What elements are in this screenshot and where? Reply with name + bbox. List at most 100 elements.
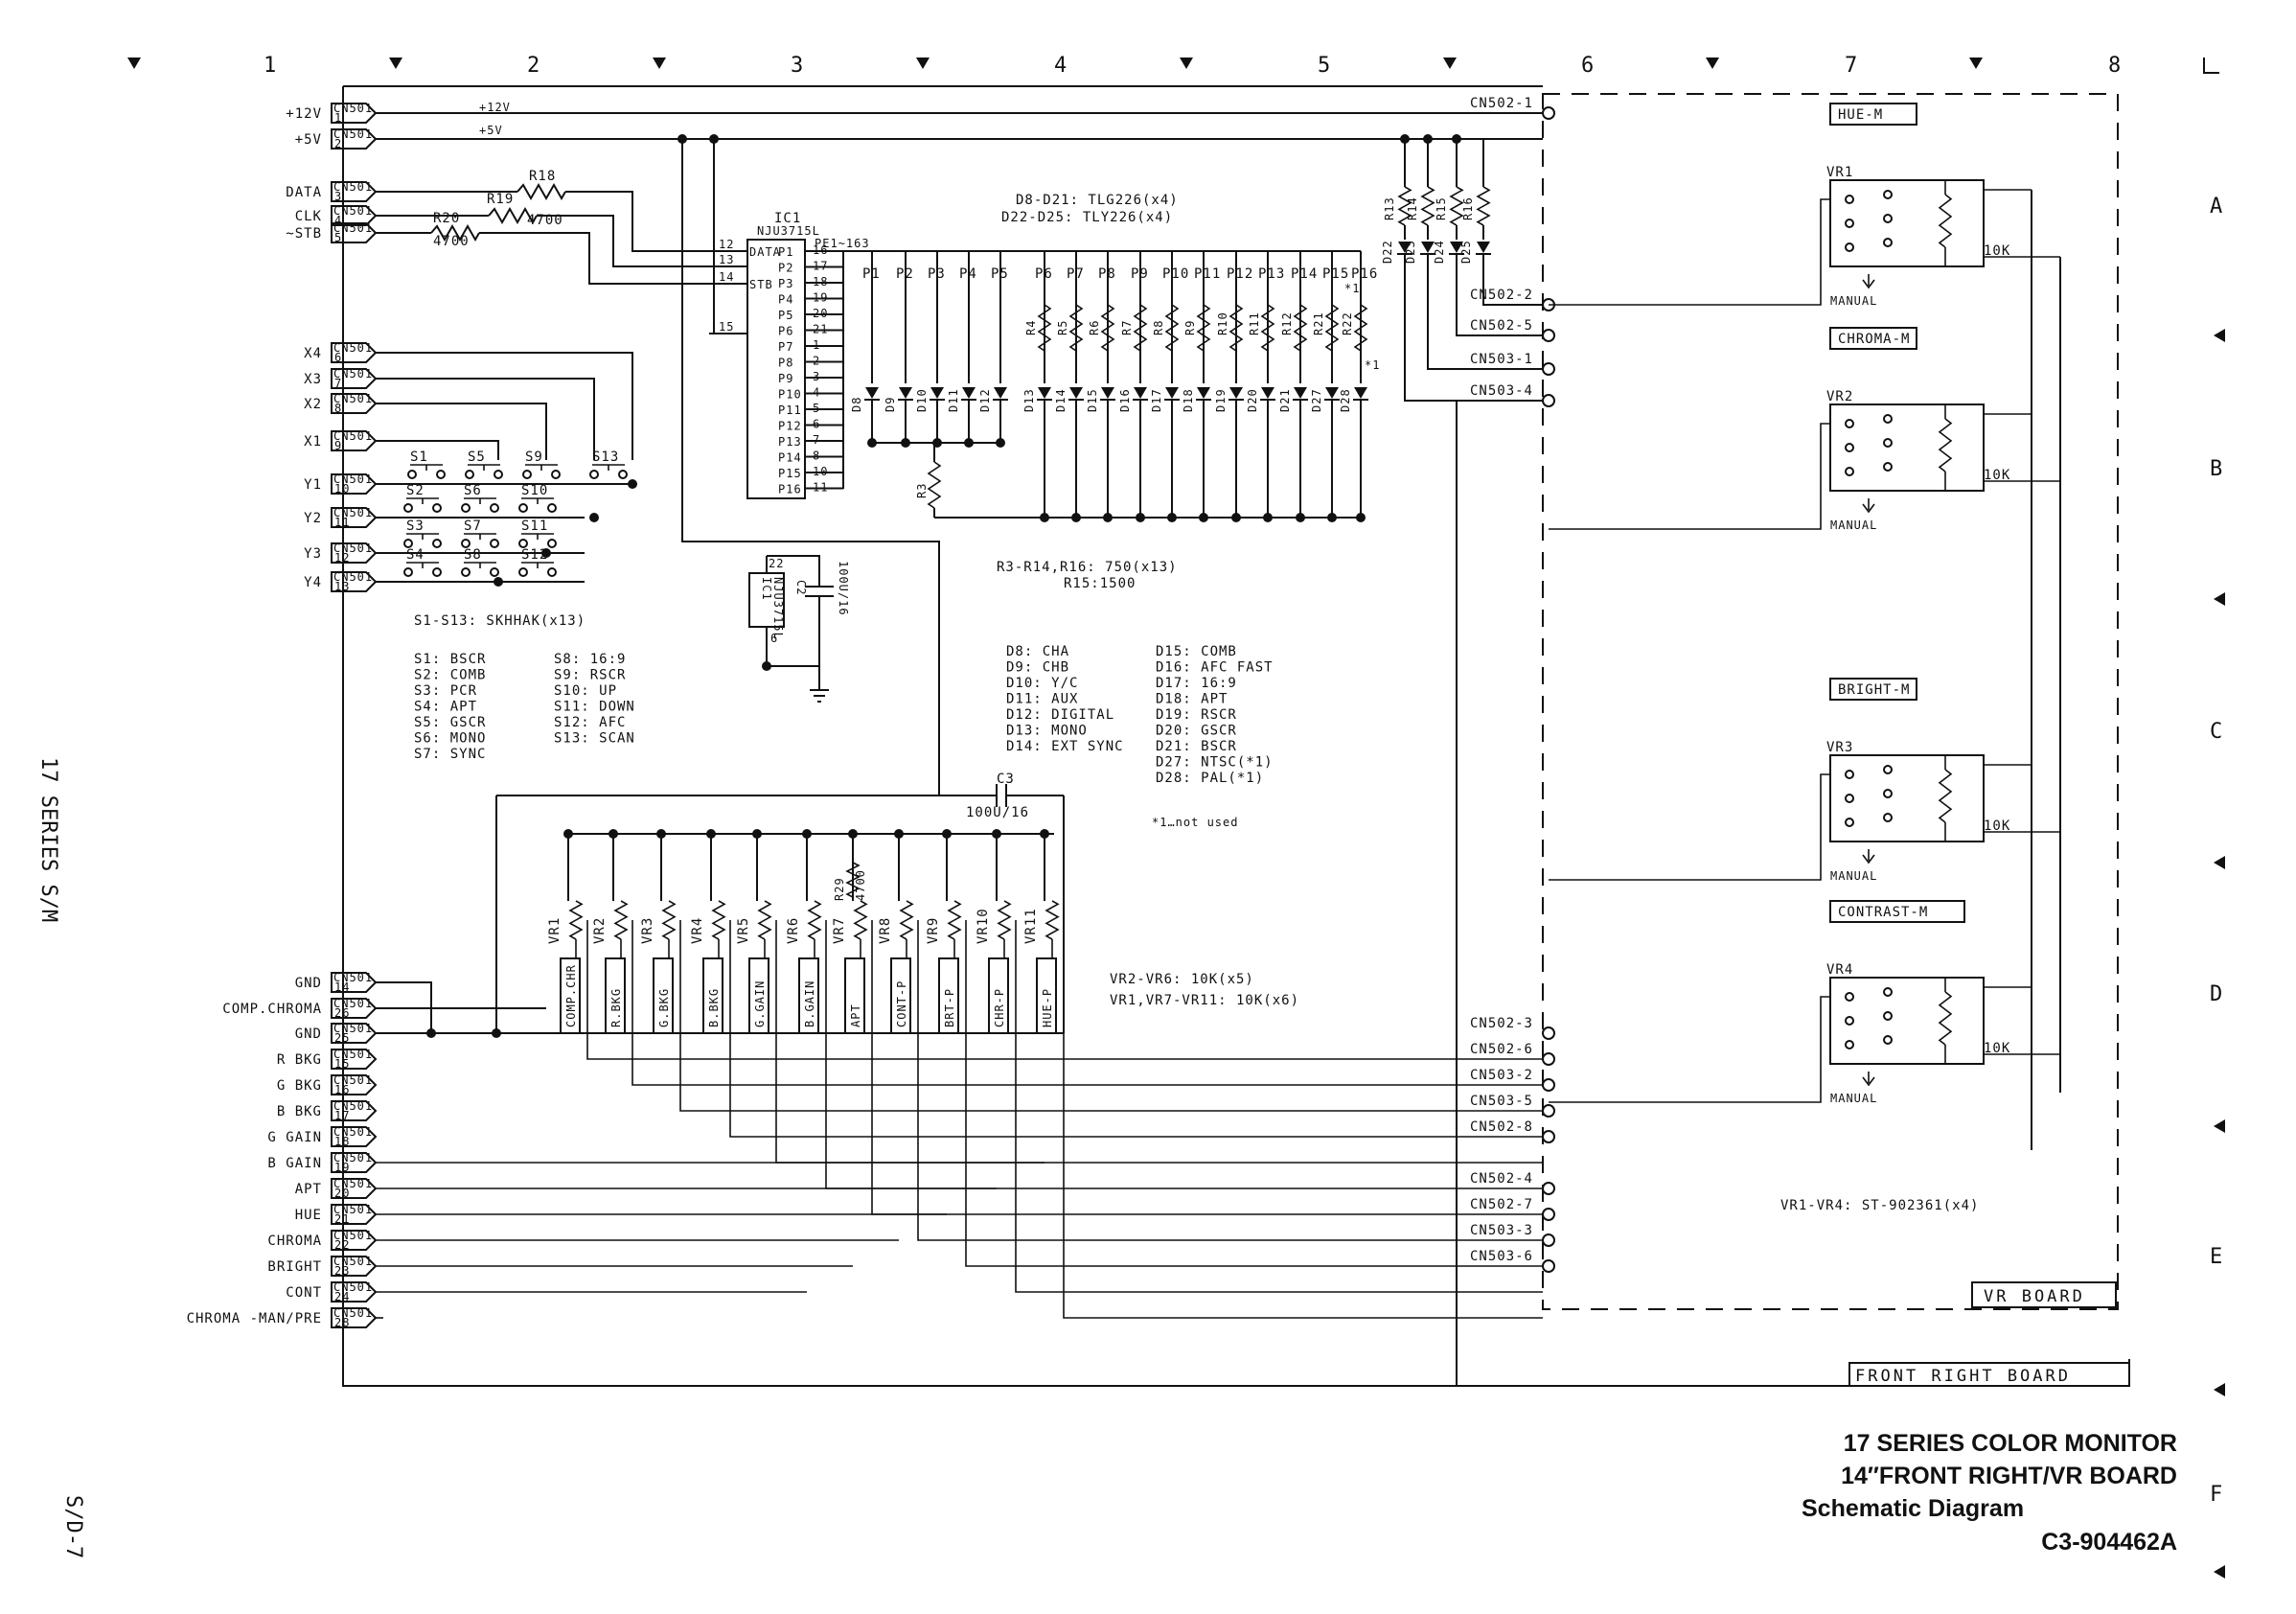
cn501-tab bbox=[331, 1049, 378, 1070]
switch-contact bbox=[461, 503, 471, 513]
preset-resistor bbox=[711, 900, 726, 940]
cn501-signal-label: +12V bbox=[286, 106, 322, 122]
vr-module-mode: MANUAL bbox=[1830, 1092, 1877, 1105]
cn-node-label: CN503-4 bbox=[1470, 383, 1533, 399]
cn501-ref: CN501 bbox=[333, 180, 373, 194]
ruler-arrow bbox=[127, 58, 141, 69]
cn501-tab bbox=[331, 1281, 378, 1303]
switch-label: S13 bbox=[592, 450, 619, 465]
cn501-ref: CN501 bbox=[333, 367, 373, 380]
preset-resistor bbox=[947, 900, 962, 940]
preset-wiper-wire bbox=[668, 920, 1543, 1112]
top-led-diode-label: D24 bbox=[1433, 240, 1446, 264]
vr-module-body bbox=[1829, 754, 1985, 842]
ic1-pin-number: 12 bbox=[719, 238, 734, 251]
cn501-tab bbox=[331, 972, 378, 993]
cn501-tab bbox=[331, 998, 378, 1019]
switch-label: S10 bbox=[521, 483, 548, 498]
vr-switch-contact bbox=[1883, 190, 1893, 199]
preset-wiper-wire bbox=[764, 920, 1543, 1164]
cn501-ref: CN501 bbox=[333, 506, 373, 519]
cn501-pin-number: 12 bbox=[334, 551, 350, 565]
vr-module-note: VR1-VR4: ST-902361(x4) bbox=[1780, 1198, 1979, 1213]
preset-wiper-wire bbox=[718, 920, 1543, 1138]
vr-module-wire bbox=[1549, 773, 1830, 881]
vr-board-label: VR BOARD bbox=[1984, 1287, 2085, 1306]
led-diode bbox=[898, 387, 913, 401]
preset-tag: CONT-P bbox=[895, 980, 908, 1027]
diode-triangle bbox=[1134, 387, 1147, 399]
junction bbox=[1231, 513, 1241, 522]
ic1-pin-number: 15 bbox=[719, 320, 734, 334]
switch-contact bbox=[518, 503, 528, 513]
vr-switch-contact bbox=[1845, 1016, 1854, 1026]
led-resistor-label: R12 bbox=[1280, 311, 1294, 335]
cn501-ref: CN501 bbox=[333, 1255, 373, 1268]
cn501-signal-label: X3 bbox=[304, 372, 322, 387]
junction bbox=[802, 829, 812, 839]
row-letter: C bbox=[2210, 720, 2222, 744]
junction bbox=[942, 829, 952, 839]
column-number: 5 bbox=[1318, 54, 1330, 78]
cn501-tab bbox=[331, 1074, 378, 1095]
cn501-ref: CN501 bbox=[333, 1022, 373, 1035]
vr-switch-contact bbox=[1845, 794, 1854, 803]
diode-key-entry: D10: Y/C bbox=[1006, 676, 1078, 691]
diode-key-entry: D13: MONO bbox=[1006, 724, 1088, 739]
ic1-pin-name: DATA bbox=[749, 245, 781, 259]
preset-resistor bbox=[568, 900, 584, 940]
not-used-mark: *1 bbox=[1344, 282, 1360, 295]
switch-contact bbox=[547, 503, 557, 513]
preset-tag: B.GAIN bbox=[803, 980, 816, 1027]
ic1-port-name: P9 bbox=[778, 372, 793, 385]
switch-label: S11 bbox=[521, 519, 548, 534]
ruler-arrow bbox=[389, 58, 402, 69]
led-resistor-label: R9 bbox=[1183, 320, 1197, 335]
vr-module-name: VR4 bbox=[1826, 962, 1853, 978]
preset-name: VR7 bbox=[832, 917, 847, 944]
ic-power-line bbox=[681, 139, 940, 795]
cn501-signal-label: GND bbox=[295, 1026, 322, 1042]
switch-part-note: S1-S13: SKHHAK(x13) bbox=[414, 613, 585, 629]
cn501-signal-label: Y4 bbox=[304, 575, 322, 590]
cn501-connector: CN5011+12VCN5012+5VCN5013DATACN5014CLKCN… bbox=[187, 102, 378, 1329]
r19-resistor bbox=[488, 206, 538, 225]
ic1-bus bbox=[842, 250, 1361, 489]
ruler-arrow bbox=[1706, 58, 1719, 69]
switch-key-entry: S10: UP bbox=[554, 683, 617, 699]
led-diode-label: D28 bbox=[1339, 388, 1352, 412]
cn501-tab bbox=[331, 1230, 378, 1251]
diode-triangle bbox=[1325, 387, 1339, 399]
cn-node-label: CN503-5 bbox=[1470, 1094, 1533, 1109]
cn-node-label: CN503-2 bbox=[1470, 1068, 1533, 1083]
cn501-signal-label: Y2 bbox=[304, 511, 322, 526]
switch-key-entry: S1: BSCR bbox=[414, 652, 486, 667]
ic1-port-name: P1 bbox=[778, 245, 793, 259]
cn501-tab bbox=[331, 1178, 378, 1199]
switch-actuator bbox=[521, 497, 554, 504]
ic1-power-pin22: 22 bbox=[769, 557, 784, 570]
vr-module-name: VR2 bbox=[1826, 389, 1853, 404]
switch-key-entry: S11: DOWN bbox=[554, 700, 635, 715]
vr-switch-contact bbox=[1845, 195, 1854, 204]
ic1-pin-name: STB bbox=[749, 278, 773, 291]
led-diode bbox=[1293, 387, 1308, 401]
cn501-signal-label: COMP.CHROMA bbox=[222, 1002, 322, 1017]
junction bbox=[1167, 513, 1177, 522]
corner-mark bbox=[2203, 58, 2219, 74]
cn501-signal-label: APT bbox=[295, 1182, 322, 1197]
junction bbox=[1040, 513, 1049, 522]
preset-name: VR2 bbox=[592, 917, 608, 944]
cn-node bbox=[1542, 1182, 1555, 1195]
cn501-pin-number: 1 bbox=[334, 111, 342, 125]
cn501-tab bbox=[331, 368, 378, 389]
led-diode bbox=[1228, 387, 1244, 401]
column-number: 1 bbox=[264, 54, 276, 78]
cn-node bbox=[1542, 1104, 1555, 1118]
